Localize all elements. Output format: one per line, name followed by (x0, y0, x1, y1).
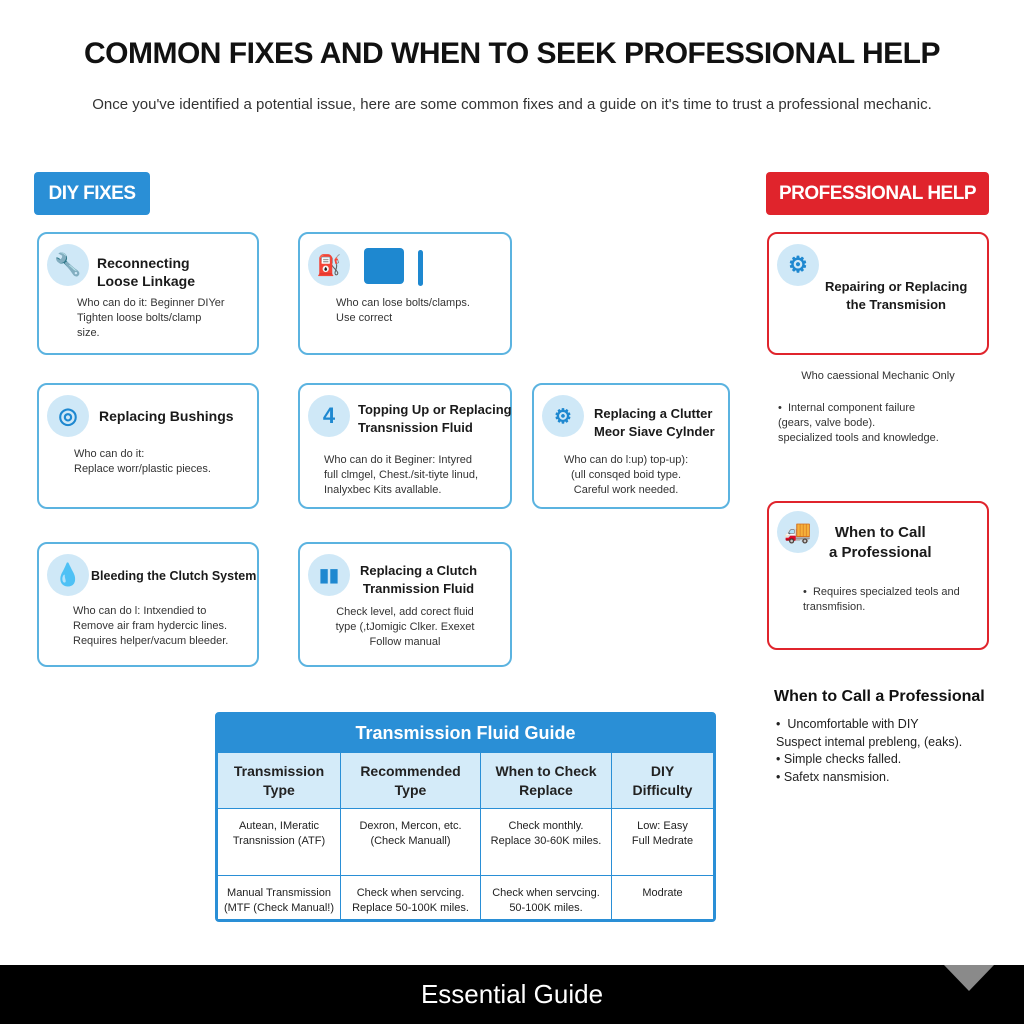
card-title: Replacing a Clutter Meor Siave Cylnder (594, 406, 715, 439)
drop-icon: 💧 (47, 554, 89, 596)
card-title: Reconnecting Loose Linkage (97, 255, 196, 289)
pro-badge-label: PROFESSIONAL HELP (778, 182, 977, 204)
pro-badge: PROFESSIONAL HELP (766, 172, 989, 215)
card-repairing-transmission: ⚙ Repairing or Replacing the Transmision (767, 232, 989, 355)
table-row: Autean, IMeratic Transnission (ATF) Dexr… (217, 808, 714, 876)
card-title: Replacing Bushings (99, 408, 234, 424)
card-bleeding-clutch: 💧 Bleeding the Clutch System Who can do … (37, 542, 259, 667)
card-body: Who can do l: Intxendied to Remove air f… (73, 605, 229, 647)
card-title: Replacing a Clutch Tranmission Fluid (360, 563, 478, 596)
fluid-container-icon (364, 248, 404, 284)
table-title: Transmission Fluid Guide (217, 714, 714, 753)
card-body: Who can do it: Beginner DIYer Tighten lo… (77, 297, 225, 339)
table-cell: Autean, IMeratic Transnission (ATF) (217, 808, 341, 876)
column-header: When to Check Replace (480, 752, 612, 809)
footer-text: Essential Guide (420, 979, 604, 1009)
triangle-logo-icon (944, 965, 994, 991)
card-fluid-tools: ⛽ Who can lose bolts/clamps. Use correct (298, 232, 512, 355)
card-title: When to Call a Professional (829, 524, 932, 561)
card-body: Check level, add corect fluid type (,tJo… (335, 606, 475, 648)
list-item-text: Safetx nansmision. (783, 769, 890, 784)
diy-badge: DIY FIXES (34, 172, 150, 215)
card-bullet-text: Requires specialzed teols and transmfisi… (803, 586, 960, 613)
column-header: Transmission Type (217, 752, 341, 809)
table-cell: Check when servcing. Replace 50-100K mil… (340, 875, 481, 920)
list-item: • Simple checks falled. (776, 752, 902, 766)
card-replacing-cylinder: ⚙ Replacing a Clutter Meor Siave Cylnder… (532, 383, 730, 509)
list-item-text: Simple checks falled. (783, 752, 902, 766)
card-title: Topping Up or Replacing Transnission Flu… (358, 402, 512, 435)
list-item: • Uncomfortable with DIY Suspect intemal… (776, 717, 963, 749)
card-reconnecting-linkage: 🔧 Reconnecting Loose Linkage Who can do … (37, 232, 259, 355)
card-body: Who can do l:up) top-up): (ull consqed b… (564, 454, 689, 496)
pro-bullet: • Internal component failure (gears, val… (778, 402, 939, 444)
when-to-call-list: • Uncomfortable with DIY Suspect intemal… (776, 716, 1016, 786)
card-replacing-clutch-fluid: ▮▮ Replacing a Clutch Tranmission Fluid … (298, 542, 512, 667)
table-cell: Dexron, Mercon, etc. (Check Manuall) (340, 808, 481, 876)
fluid-bottles-icon: ▮▮ (308, 554, 350, 596)
card-replacing-bushings: ◎ Replacing Bushings Who can do it: Repl… (37, 383, 259, 509)
fluid-guide-table: Transmission Fluid Guide Transmission Ty… (215, 712, 716, 922)
cylinder-icon: ⚙ (542, 395, 584, 437)
table-cell: Check monthly. Replace 30-60K miles. (480, 808, 612, 876)
table-cell: Manual Transmission (MTF (Check Manual!) (217, 875, 341, 920)
table-cell: Check when servcing. 50-100K miles. (480, 875, 612, 920)
card-topping-fluid: 4 Topping Up or Replacing Transnission F… (298, 383, 512, 509)
fluid-can-icon: ⛽ (308, 244, 350, 286)
card-body: Who can do it: Replace worr/plastic piec… (74, 448, 211, 475)
number-4-icon: 4 (308, 395, 350, 437)
when-to-call-heading: When to Call a Professional (774, 688, 985, 705)
card-title: Repairing or Replacing the Transmision (825, 279, 968, 312)
diy-badge-label: DIY FIXES (48, 182, 136, 204)
bushing-icon: ◎ (47, 395, 89, 437)
card-body: Who can do it Beginer: Intyred full clmg… (324, 454, 479, 496)
page-title: COMMON FIXES AND WHEN TO SEEK PROFESSION… (83, 37, 941, 70)
list-item: • Safetx nansmision. (776, 769, 890, 784)
card-bullet: • Requires specialzed teols and transmfi… (803, 586, 960, 613)
card-title: Bleeding the Clutch System (91, 569, 257, 583)
column-header: DIY Difficulty (611, 752, 714, 809)
truck-icon: 🚚 (777, 511, 819, 553)
table-row: Manual Transmission (MTF (Check Manual!)… (217, 875, 714, 920)
card-body: Who can lose bolts/clamps. Use correct (336, 297, 470, 324)
thermometer-icon (418, 250, 423, 286)
footer-bar: Essential Guide (0, 965, 1024, 1024)
list-item-text: Uncomfortable with DIY Suspect intemal p… (776, 717, 963, 749)
gear-icon: ⚙ (777, 244, 819, 286)
pro-who: Who caessional Mechanic Only (801, 370, 955, 382)
table-cell: Modrate (611, 875, 714, 920)
card-when-to-call: 🚚 When to Call a Professional • Requires… (767, 501, 989, 650)
page-subtitle: Once you've identified a potential issue… (92, 96, 932, 113)
table-cell: Low: Easy Full Medrate (611, 808, 714, 876)
pro-bullet-text: Internal component failure (gears, valve… (778, 402, 939, 444)
wrench-icon: 🔧 (47, 244, 89, 286)
column-header: Recommended Type (340, 752, 481, 809)
